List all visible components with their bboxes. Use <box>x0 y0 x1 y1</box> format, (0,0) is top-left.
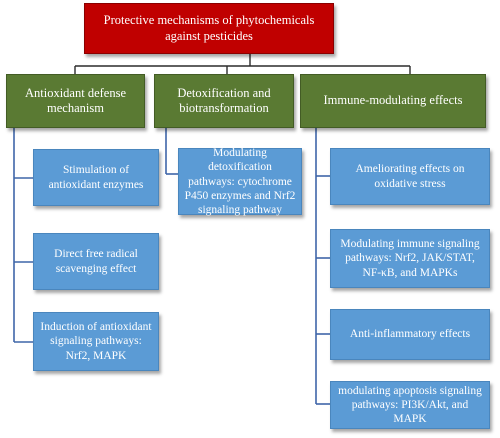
category-label: Immune-modulating effects <box>323 93 463 108</box>
item-free-radical-scavenging: Direct free radical scavenging effect <box>33 233 159 290</box>
root-label: Protective mechanisms of phytochemicals … <box>103 13 315 43</box>
item-antioxidant-signaling: Induction of antioxidant signaling pathw… <box>33 312 159 371</box>
item-oxidative-stress: Ameliorating effects on oxidative stress <box>330 148 490 205</box>
category-detoxification: Detoxification and biotransformation <box>154 74 294 128</box>
item-label: Ameliorating effects on oxidative stress <box>355 163 465 190</box>
category-antioxidant: Antioxidant defense mechanism <box>6 74 145 128</box>
item-label: Induction of antioxidant signaling pathw… <box>40 321 152 362</box>
category-immune: Immune-modulating effects <box>300 74 486 128</box>
item-detoxification-pathways: Modulating detoxification pathways: cyto… <box>178 147 302 216</box>
item-label: Modulating immune signaling pathways: Nr… <box>340 238 480 279</box>
item-label: Anti-inflammatory effects <box>349 328 471 341</box>
root-box: Protective mechanisms of phytochemicals … <box>84 3 334 54</box>
item-label: Direct free radical scavenging effect <box>54 248 138 275</box>
item-label: Stimulation of antioxidant enzymes <box>48 164 144 191</box>
item-label: modulating apoptosis signaling pathways:… <box>338 384 482 426</box>
item-antioxidant-enzymes: Stimulation of antioxidant enzymes <box>33 149 159 206</box>
item-label: Modulating detoxification pathways: cyto… <box>184 147 296 216</box>
item-anti-inflammatory: Anti-inflammatory effects <box>330 309 490 360</box>
category-label: Detoxification and biotransformation <box>177 85 271 115</box>
item-apoptosis-signaling: modulating apoptosis signaling pathways:… <box>330 381 490 429</box>
item-immune-signaling: Modulating immune signaling pathways: Nr… <box>330 229 490 288</box>
category-label: Antioxidant defense mechanism <box>24 85 126 115</box>
